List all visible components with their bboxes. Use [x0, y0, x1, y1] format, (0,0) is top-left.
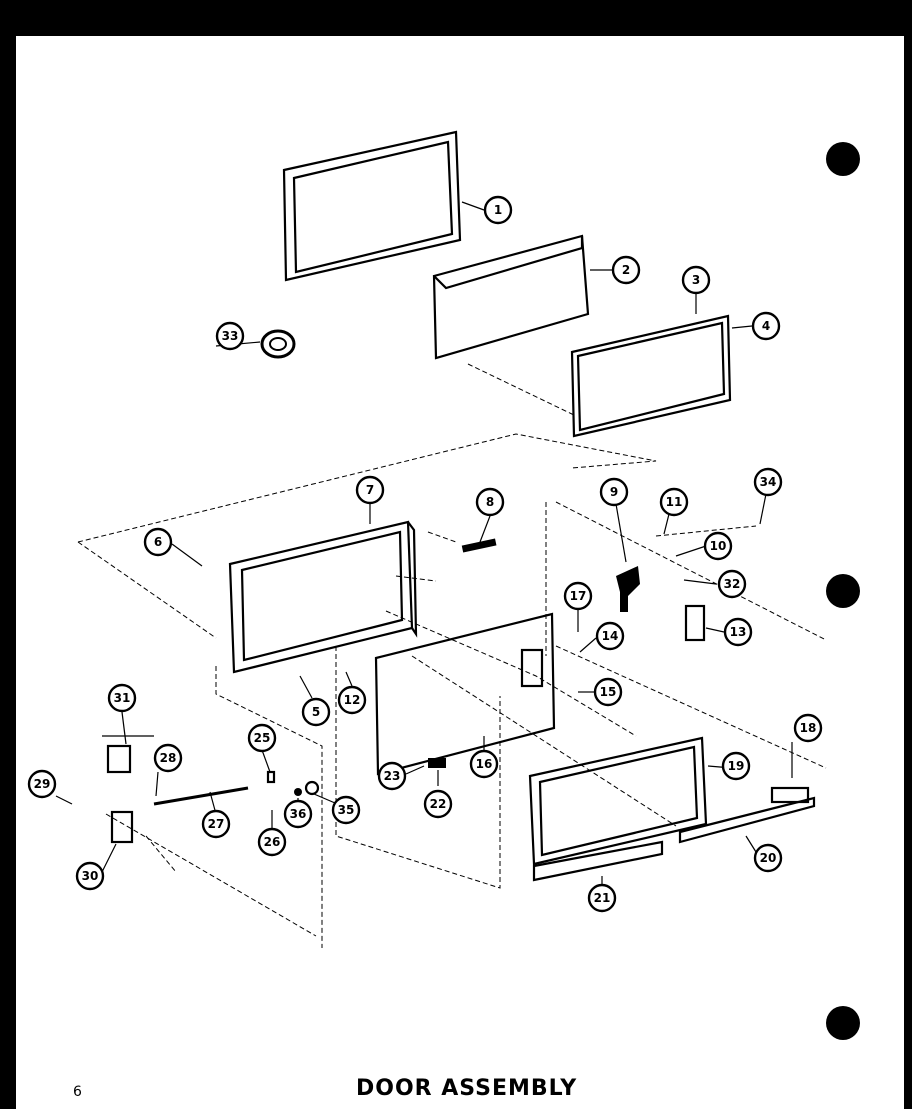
callout-17-label: 17: [570, 589, 587, 603]
callout-13-label: 13: [730, 625, 747, 639]
callout-15: 15: [593, 677, 623, 707]
callout-22-label: 22: [430, 797, 447, 811]
callout-32-label: 32: [724, 577, 741, 591]
callout-34: 34: [753, 467, 783, 497]
page-title: DOOR ASSEMBLY: [356, 1076, 578, 1101]
callout-14-label: 14: [602, 629, 619, 643]
callout-30-label: 30: [82, 869, 99, 883]
callout-18-label: 18: [800, 721, 817, 735]
callout-2: 2: [611, 255, 641, 285]
part-8-hinge: [461, 538, 497, 553]
callout-9: 9: [599, 477, 629, 507]
callout-5: 5: [301, 697, 331, 727]
callout-16-label: 16: [476, 757, 493, 771]
callout-9-label: 9: [610, 485, 618, 499]
binder-hole: [826, 574, 860, 608]
callout-32: 32: [717, 569, 747, 599]
part-19-lower-frame: [528, 736, 708, 866]
part-13-block: [684, 604, 706, 642]
callout-29-label: 29: [34, 777, 51, 791]
callout-26-label: 26: [264, 835, 281, 849]
callout-18: 18: [793, 713, 823, 743]
callout-1-label: 1: [494, 203, 502, 217]
callout-2-label: 2: [622, 263, 630, 277]
callout-20: 20: [753, 843, 783, 873]
callout-11: 11: [659, 487, 689, 517]
callout-35: 35: [331, 795, 361, 825]
callout-27-label: 27: [208, 817, 225, 831]
callout-16: 16: [469, 749, 499, 779]
part-21-strip: [532, 840, 664, 882]
part-27-rod: [153, 786, 249, 806]
callout-33-label: 33: [222, 329, 239, 343]
callout-30: 30: [75, 861, 105, 891]
callout-8-label: 8: [486, 495, 494, 509]
callout-25: 25: [247, 723, 277, 753]
callout-31-label: 31: [114, 691, 131, 705]
part-9-latch: [616, 566, 640, 612]
callout-10-label: 10: [710, 539, 727, 553]
callout-15-label: 15: [600, 685, 617, 699]
callout-12-label: 12: [344, 693, 361, 707]
callout-7: 7: [355, 475, 385, 505]
exploded-parts-diagram: 1 2 3 4 5 6 7 8 9 10 11 12 13 14 15 16 1…: [27, 130, 827, 948]
callout-36: 36: [283, 799, 313, 829]
callout-23: 23: [377, 761, 407, 791]
callout-28-label: 28: [160, 751, 177, 765]
callout-11-label: 11: [666, 495, 683, 509]
part-18-handle: [770, 786, 810, 804]
part-16-inner-panel: [374, 612, 556, 776]
part-25-pin: [266, 770, 276, 784]
part-31-bracket: [102, 735, 154, 774]
callout-6: 6: [143, 527, 173, 557]
callout-28: 28: [153, 743, 183, 773]
part-4-window-frame: [570, 314, 732, 438]
callout-6-label: 6: [154, 535, 162, 549]
part-22-spring: [428, 758, 446, 768]
callout-22: 22: [423, 789, 453, 819]
callout-29: 29: [27, 769, 57, 799]
callout-3: 3: [681, 265, 711, 295]
callout-8: 8: [475, 487, 505, 517]
callout-19-label: 19: [728, 759, 745, 773]
drawing-sheet: 1 2 3 4 5 6 7 8 9 10 11 12 13 14 15 16 1…: [16, 36, 904, 1109]
assembly-guide-lines: [77, 363, 827, 948]
callout-35-label: 35: [338, 803, 355, 817]
callout-10: 10: [703, 531, 733, 561]
page-number: 6: [73, 1084, 82, 1100]
callout-4-label: 4: [762, 319, 770, 333]
callout-12: 12: [337, 685, 367, 715]
callout-23-label: 23: [384, 769, 401, 783]
callout-19: 19: [721, 751, 751, 781]
callout-21-label: 21: [594, 891, 611, 905]
callout-27: 27: [201, 809, 231, 839]
callout-17: 17: [563, 581, 593, 611]
callout-14: 14: [595, 621, 625, 651]
part-7-door-frame: [228, 520, 418, 674]
part-33-bearing: [260, 329, 296, 359]
callout-34-label: 34: [760, 475, 777, 489]
part-1-outer-frame: [282, 130, 462, 282]
part-2-box-frame: [432, 234, 590, 360]
callout-26: 26: [257, 827, 287, 857]
callout-5-label: 5: [312, 705, 320, 719]
callout-13: 13: [723, 617, 753, 647]
callout-21: 21: [587, 883, 617, 913]
callout-20-label: 20: [760, 851, 777, 865]
part-30-hinge-bracket: [110, 810, 134, 844]
callout-31: 31: [107, 683, 137, 713]
callout-33: 33: [215, 321, 245, 351]
callout-7-label: 7: [366, 483, 374, 497]
callout-3-label: 3: [692, 273, 700, 287]
callout-25-label: 25: [254, 731, 271, 745]
binder-hole: [826, 1006, 860, 1040]
part-35-nut: [304, 780, 320, 796]
callout-1: 1: [483, 195, 513, 225]
binder-hole: [826, 142, 860, 176]
callout-36-label: 36: [290, 807, 307, 821]
part-20-plate: [678, 796, 816, 844]
callout-4: 4: [751, 311, 781, 341]
part-36-washer: [294, 788, 302, 796]
